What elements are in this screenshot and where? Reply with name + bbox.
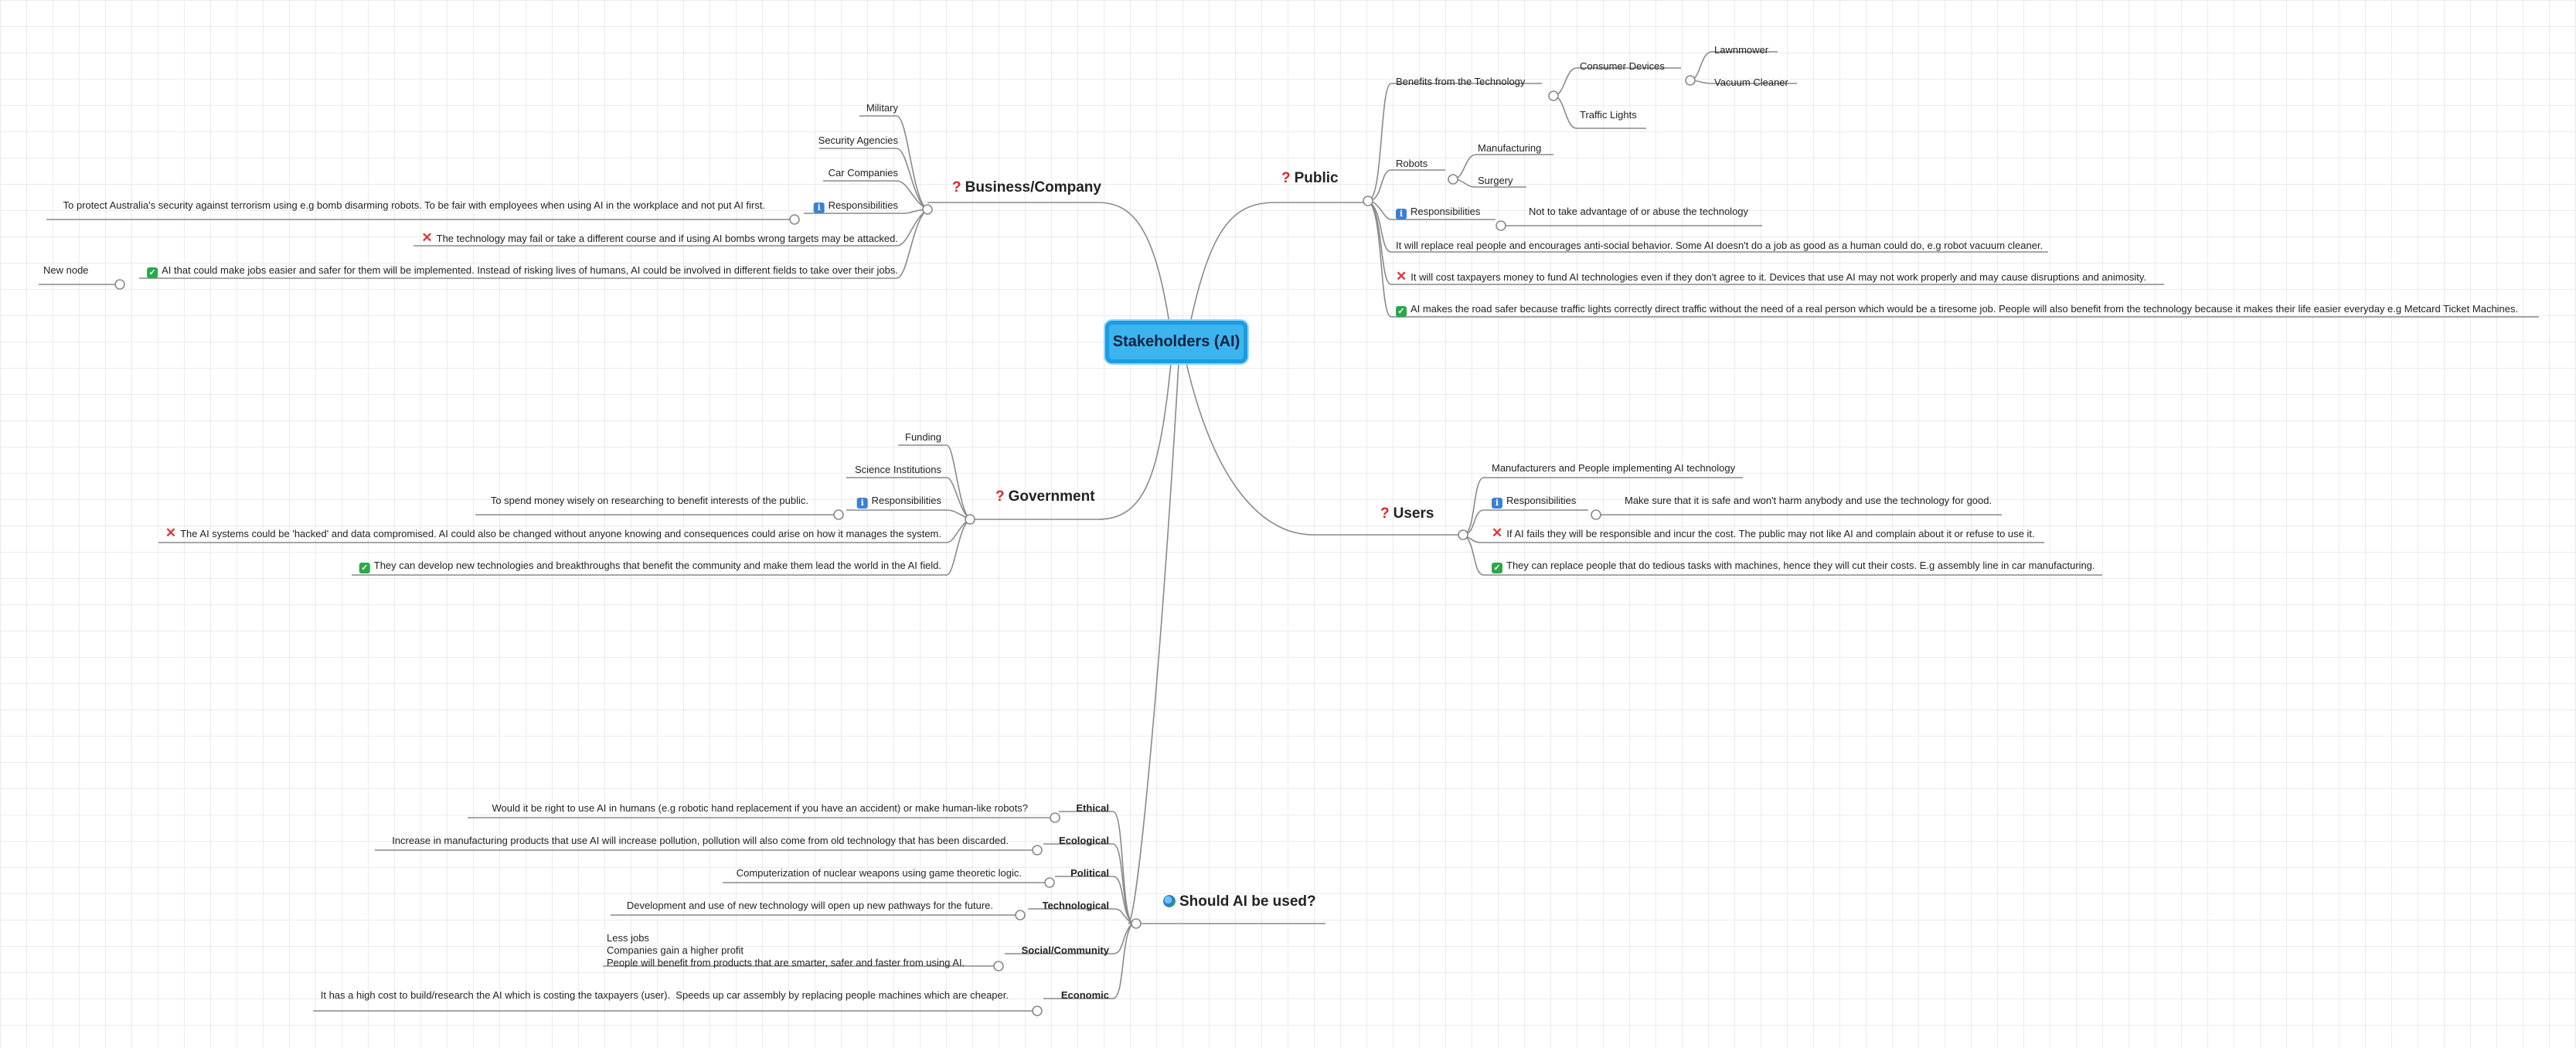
economic-text[interactable]: It has a high cost to build/research the… bbox=[320, 989, 1009, 1001]
government-pro-text: They can develop new technologies and br… bbox=[373, 560, 941, 571]
ethical-node[interactable]: Ethical bbox=[1076, 802, 1109, 814]
central-topic-label: Stakeholders (AI) bbox=[1112, 333, 1240, 350]
should-ai-title: Should AI be used? bbox=[1179, 893, 1316, 910]
consumer-devices-node[interactable]: Consumer Devices bbox=[1580, 60, 1665, 72]
business-responsibilities-text[interactable]: To protect Australia's security against … bbox=[63, 199, 765, 211]
users-responsibilities-label: Responsibilities bbox=[1506, 495, 1577, 506]
public-responsibilities-text[interactable]: Not to take advantage of or abuse the te… bbox=[1529, 206, 1749, 217]
funding-node[interactable]: Funding bbox=[905, 431, 941, 443]
users-pro-text: They can replace people that do tedious … bbox=[1506, 560, 2095, 571]
political-node[interactable]: Political bbox=[1070, 867, 1109, 879]
users-responsibilities-node[interactable]: i Responsibilities bbox=[1492, 495, 1576, 509]
question-icon: ? bbox=[952, 179, 961, 196]
public-responsibilities-node[interactable]: i Responsibilities bbox=[1396, 206, 1480, 219]
users-node[interactable]: ?Users bbox=[1380, 505, 1434, 522]
info-icon: i bbox=[813, 202, 825, 213]
public-replace-node[interactable]: It will replace real people and encourag… bbox=[1396, 240, 2043, 251]
government-pro-node[interactable]: ✓They can develop new technologies and b… bbox=[359, 560, 941, 573]
public-node[interactable]: ?Public bbox=[1281, 170, 1339, 187]
lawnmower-node[interactable]: Lawnmower bbox=[1714, 44, 1769, 56]
manufacturers-node[interactable]: Manufacturers and People implementing AI… bbox=[1492, 462, 1736, 474]
users-pro-node[interactable]: ✓ They can replace people that do tedious… bbox=[1492, 560, 2095, 573]
check-icon: ✓ bbox=[1492, 563, 1502, 573]
info-icon: i bbox=[856, 498, 868, 509]
business-company-title: Business/Company bbox=[965, 179, 1101, 196]
cross-icon: ✕ bbox=[1396, 269, 1407, 284]
globe-icon bbox=[1163, 895, 1176, 907]
question-icon: ? bbox=[1281, 170, 1291, 186]
public-responsibilities-label: Responsibilities bbox=[1411, 206, 1481, 217]
science-institutions-node[interactable]: Science Institutions bbox=[854, 464, 941, 475]
political-text[interactable]: Computerization of nuclear weapons using… bbox=[736, 867, 1022, 879]
cross-icon: ✕ bbox=[165, 526, 177, 540]
ecological-text[interactable]: Increase in manufacturing products that … bbox=[392, 835, 1009, 846]
ethical-text[interactable]: Would it be right to use AI in humans (e… bbox=[492, 802, 1028, 814]
users-con-text: If AI fails they will be responsible and… bbox=[1506, 528, 2035, 539]
government-responsibilities-text[interactable]: To spend money wisely on researching to … bbox=[490, 495, 808, 506]
business-pro-node[interactable]: ✓ AI that could make jobs easier and safe… bbox=[147, 264, 898, 278]
economic-node[interactable]: Economic bbox=[1060, 989, 1109, 1001]
should-ai-be-used-node[interactable]: Should AI be used? bbox=[1163, 893, 1316, 910]
technological-text[interactable]: Development and use of new technology wi… bbox=[626, 900, 993, 911]
technological-node[interactable]: Technological bbox=[1042, 900, 1109, 911]
social-community-text[interactable]: Less jobs Companies gain a higher profit… bbox=[607, 932, 965, 968]
check-icon: ✓ bbox=[147, 267, 158, 278]
social-community-node[interactable]: Social/Community bbox=[1021, 944, 1109, 956]
info-icon: i bbox=[1492, 498, 1502, 509]
government-con-node[interactable]: ✕The AI systems could be 'hacked' and da… bbox=[165, 526, 941, 540]
business-con-node[interactable]: ✕The technology may fail or take a diffe… bbox=[421, 230, 898, 245]
users-responsibilities-text[interactable]: Make sure that it is safe and won't harm… bbox=[1625, 495, 1992, 506]
users-con-node[interactable]: ✕If AI fails they will be responsible an… bbox=[1492, 526, 2035, 540]
surgery-node[interactable]: Surgery bbox=[1478, 175, 1513, 186]
info-icon: i bbox=[1396, 209, 1407, 219]
question-icon: ? bbox=[1380, 505, 1390, 522]
government-con-text: The AI systems could be 'hacked' and dat… bbox=[180, 528, 941, 539]
manufacturing-node[interactable]: Manufacturing bbox=[1478, 142, 1542, 154]
business-responsibilities-label: Responsibilities bbox=[828, 199, 898, 211]
new-node[interactable]: New node bbox=[43, 264, 89, 276]
check-icon: ✓ bbox=[359, 563, 370, 573]
government-responsibilities-label: Responsibilities bbox=[871, 495, 941, 506]
central-topic[interactable]: Stakeholders (AI) bbox=[1105, 321, 1247, 363]
government-node[interactable]: ?Government bbox=[995, 488, 1095, 505]
business-pro-text: AI that could make jobs easier and safer… bbox=[162, 264, 898, 276]
ecological-node[interactable]: Ecological bbox=[1058, 835, 1109, 846]
business-con-text: The technology may fail or take a differ… bbox=[436, 233, 898, 244]
government-title: Government bbox=[1008, 488, 1095, 505]
cross-icon: ✕ bbox=[421, 230, 433, 245]
car-companies-node[interactable]: Car Companies bbox=[828, 167, 898, 179]
business-company-node[interactable]: ?Business/Company bbox=[952, 179, 1101, 196]
benefits-node[interactable]: Benefits from the Technology bbox=[1396, 76, 1526, 87]
military-node[interactable]: Military bbox=[866, 102, 898, 114]
public-con-text: It will cost taxpayers money to fund AI … bbox=[1411, 271, 2146, 283]
cross-icon: ✕ bbox=[1492, 526, 1503, 540]
check-icon: ✓ bbox=[1396, 306, 1407, 317]
users-title: Users bbox=[1393, 505, 1434, 522]
public-pro-node[interactable]: ✓ AI makes the road safer because traffic… bbox=[1396, 303, 2518, 317]
vacuum-cleaner-node[interactable]: Vacuum Cleaner bbox=[1714, 77, 1788, 88]
traffic-lights-node[interactable]: Traffic Lights bbox=[1580, 109, 1637, 121]
public-pro-text: AI makes the road safer because traffic … bbox=[1411, 303, 2519, 315]
public-con-node[interactable]: ✕ It will cost taxpayers money to fund AI… bbox=[1396, 269, 2146, 284]
robots-node[interactable]: Robots bbox=[1396, 158, 1428, 169]
public-title: Public bbox=[1294, 170, 1339, 186]
question-icon: ? bbox=[995, 488, 1005, 505]
security-agencies-node[interactable]: Security Agencies bbox=[818, 134, 898, 146]
